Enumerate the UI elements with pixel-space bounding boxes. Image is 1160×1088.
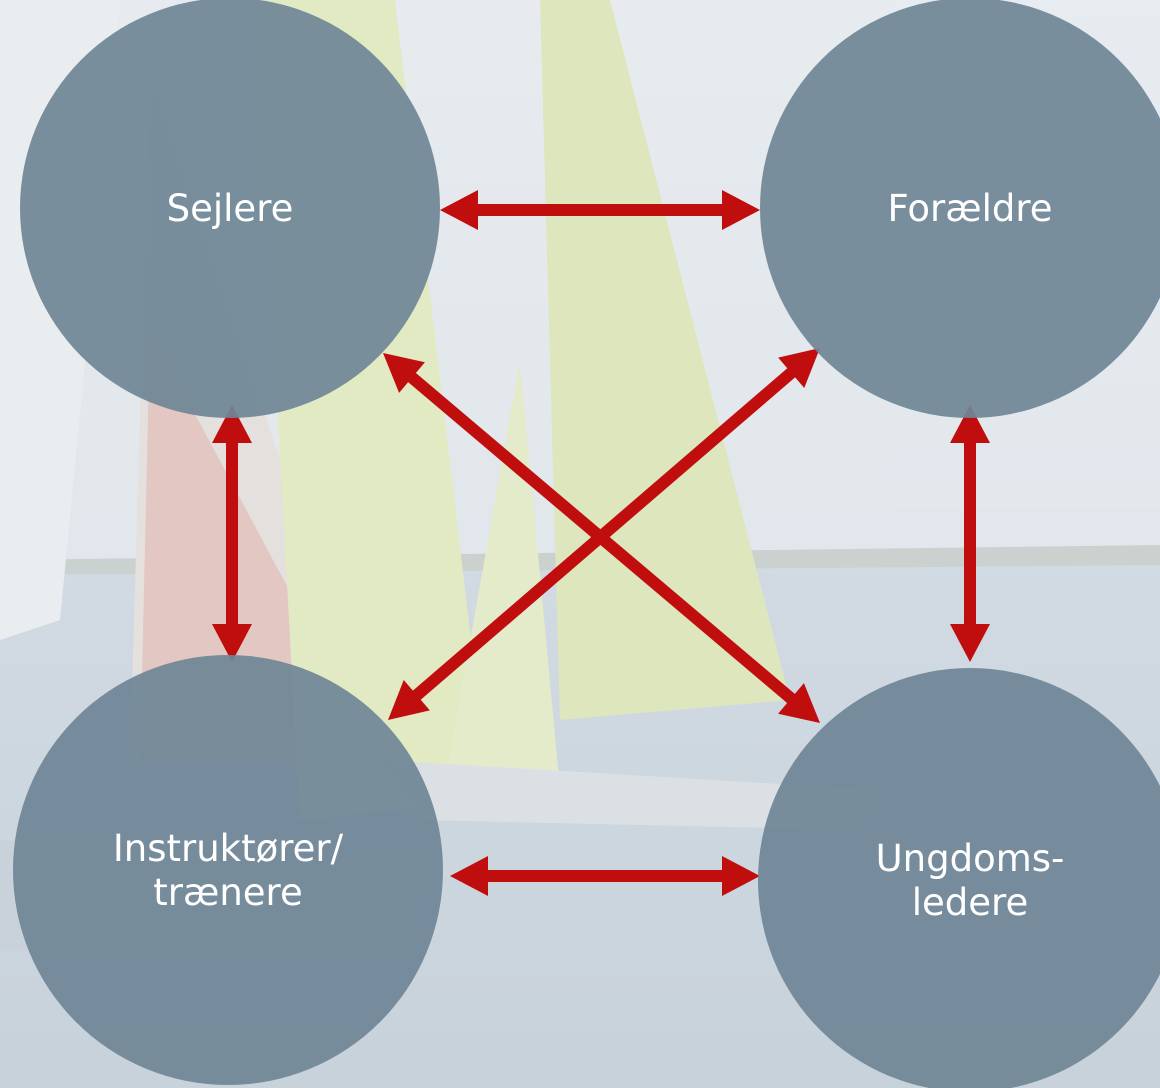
node-foraeldre: Forældre: [760, 0, 1160, 418]
node-circle-instruktoerer: [13, 655, 443, 1085]
node-circle-ungdomsledere: [758, 668, 1160, 1088]
arrow-sejlere-instruktoerer: [212, 405, 252, 662]
arrowhead-sejlere: [212, 405, 252, 443]
arrowhead-foraeldre: [950, 405, 990, 443]
node-label-instruktoerer-line-1: Instruktører/: [113, 827, 344, 870]
node-label-sejlere: Sejlere: [167, 187, 294, 230]
node-ungdomsledere: Ungdoms-ledere: [758, 668, 1160, 1088]
arrowhead-instruktoerer: [450, 856, 488, 896]
node-label-ungdomsledere-line-2: ledere: [912, 881, 1028, 924]
arrow-instruktoerer-ungdomsledere: [450, 856, 760, 896]
arrowhead-instruktoerer: [212, 624, 252, 662]
connections-layer: [212, 190, 990, 896]
arrowhead-foraeldre: [778, 348, 820, 388]
node-instruktoerer: Instruktører/trænere: [13, 655, 443, 1085]
node-label-instruktoerer-line-2: trænere: [153, 871, 302, 914]
node-sejlere: Sejlere: [20, 0, 440, 418]
node-circle-sejlere: [20, 0, 440, 418]
arrowhead-sejlere: [440, 190, 478, 230]
node-label-ungdomsledere-line-1: Ungdoms-: [876, 837, 1065, 880]
arrow-foraeldre-ungdomsledere: [950, 405, 990, 662]
arrow-foraeldre-instruktoerer: [388, 348, 820, 720]
arrowhead-ungdomsledere: [778, 683, 820, 723]
arrowhead-foraeldre: [722, 190, 760, 230]
arrowhead-instruktoerer: [388, 680, 430, 720]
node-label-foraeldre: Forældre: [887, 187, 1052, 230]
arrowhead-ungdomsledere: [722, 856, 760, 896]
node-circle-foraeldre: [760, 0, 1160, 418]
arrowhead-sejlere: [383, 353, 425, 393]
arrowhead-ungdomsledere: [950, 624, 990, 662]
arrow-shaft: [409, 365, 799, 703]
arrow-sejlere-foraeldre: [440, 190, 760, 230]
